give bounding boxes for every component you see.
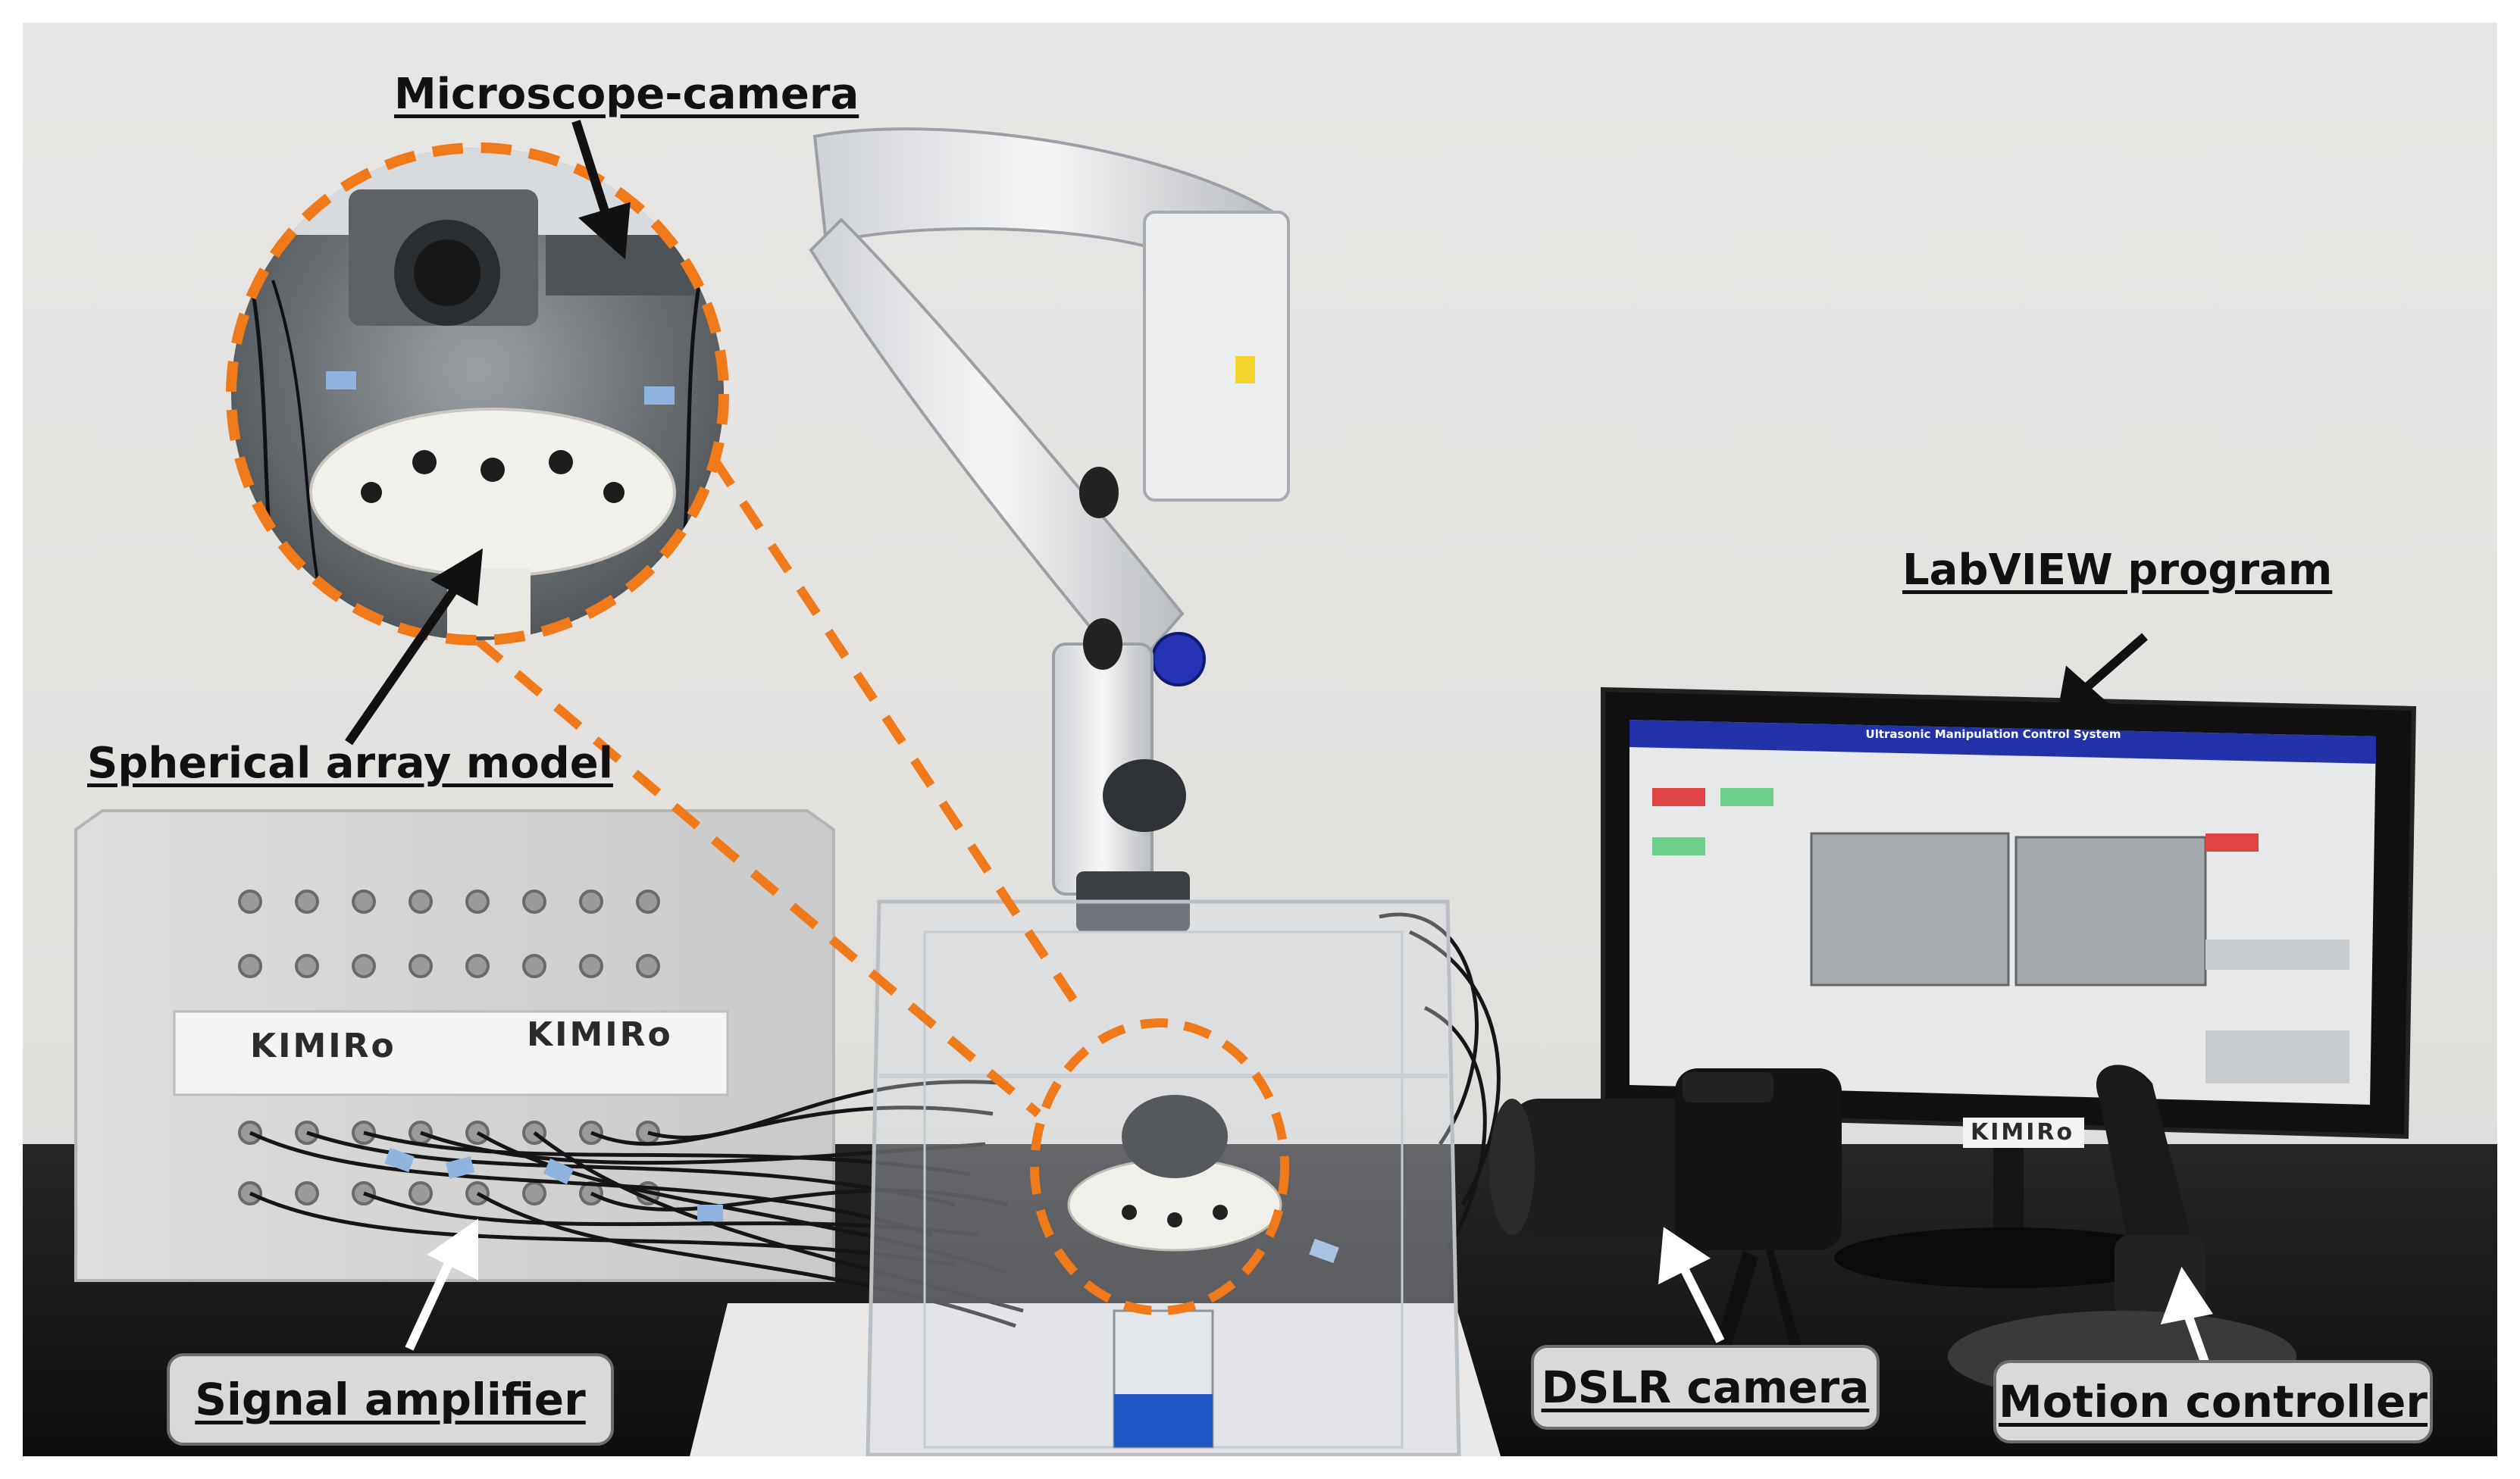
monitor [1601,686,2417,1288]
arrow-icon [2055,633,2148,723]
monitor-brand-badge: KIMIRo [1971,1119,2075,1146]
arrow-icon [405,1218,478,1351]
label-motion-controller: Motion controller [1999,1376,2428,1427]
software-window-title: Ultrasonic Manipulation Control System [1865,727,2121,741]
lab-setup-photo [23,120,2497,1456]
callout-connector-lower [474,636,1041,1118]
dslr-camera [1489,1068,1842,1432]
callout-connector-upper [682,414,1088,1018]
amplifier-brand-plate-2: KIMIRo [527,1015,673,1054]
tank-callout-ellipse [1030,1018,1289,1315]
label-spherical-array-model: Spherical array model [87,739,613,788]
label-microscope-camera: Microscope-camera [394,70,859,119]
surgical-microscope [809,127,1290,932]
arrow-icon [345,548,484,746]
label-signal-amplifier: Signal amplifier [195,1374,586,1425]
label-box-signal-amplifier: Signal amplifier [167,1353,614,1446]
spherical-array-in-tank [1067,1095,1282,1252]
base-board [690,1303,1501,1456]
arrow-icon [571,120,631,260]
arrow-icon [2160,1266,2213,1366]
arrow-icon [1658,1227,1725,1343]
label-dslr-camera: DSLR camera [1541,1362,1870,1413]
photo-frame: KIMIRo KIMIRo KIMIRo Ultrasonic Manipula… [23,23,2497,1456]
monitor-badge-bg [1963,1118,2084,1148]
label-box-motion-controller: Motion controller [1993,1360,2433,1443]
label-box-dslr-camera: DSLR camera [1531,1345,1880,1430]
label-labview-program: LabVIEW program [1902,546,2333,595]
zoom-inset [226,142,729,646]
amplifier-brand-plate-1: KIMIRo [250,1027,396,1065]
